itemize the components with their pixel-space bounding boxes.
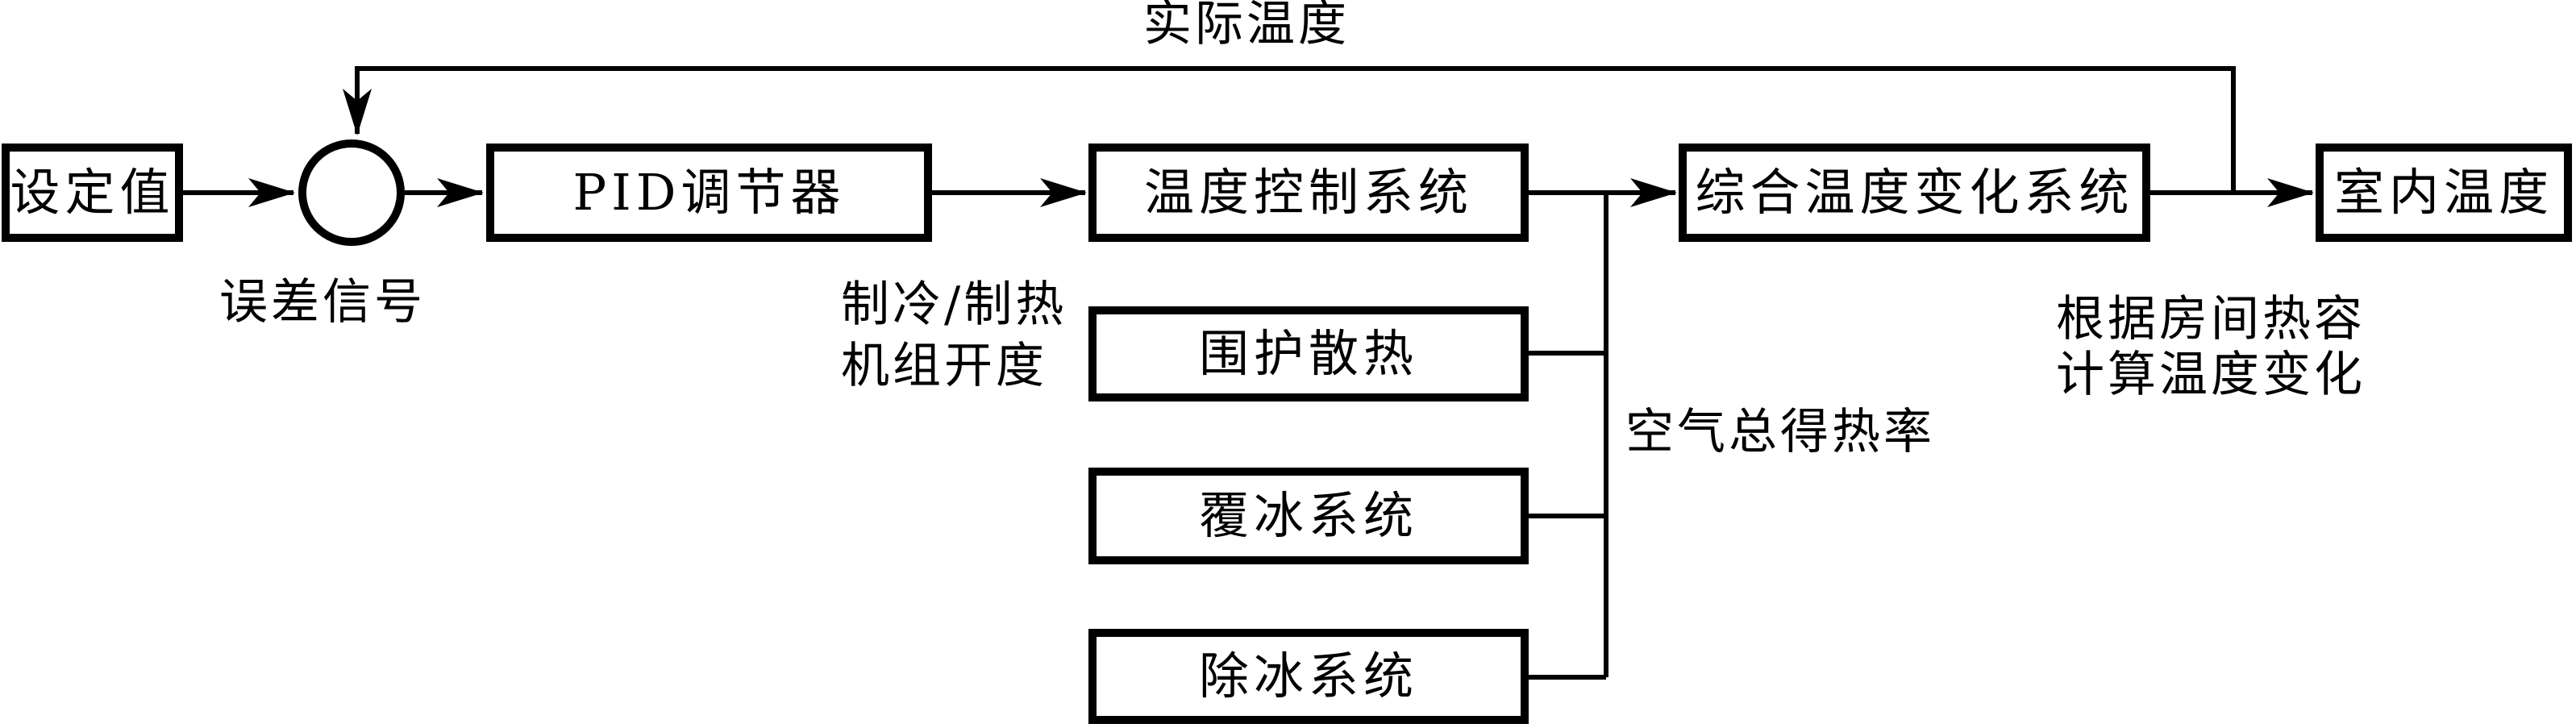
- label-note-line2: 计算温度变化: [2056, 347, 2366, 403]
- label-actuator-opening: 制冷/制热 机组开度: [841, 274, 1067, 397]
- node-integrated-temp-change-system: 综合温度变化系统: [1679, 144, 2150, 242]
- node-indoor-temperature: 室内温度: [2316, 144, 2572, 242]
- label-actuator-line1: 制冷/制热: [841, 277, 1067, 333]
- label-note-line1: 根据房间热容: [2056, 291, 2366, 347]
- node-icing-system: 覆冰系统: [1088, 468, 1529, 564]
- label-error-signal: 误差信号: [219, 274, 426, 331]
- summing-junction-circle: [298, 139, 405, 246]
- node-enclosure-heat-dissipation: 围护散热: [1088, 306, 1529, 401]
- label-actual-temperature: 实际温度: [1143, 0, 1350, 52]
- node-deicing-system: 除冰系统: [1088, 629, 1529, 724]
- node-temp-control-system: 温度控制系统: [1088, 144, 1529, 242]
- node-pid-regulator: PID调节器: [486, 144, 932, 242]
- line-feedback-actual-temp: [343, 66, 2236, 193]
- label-actuator-line2: 机组开度: [841, 338, 1047, 394]
- node-setpoint: 设定值: [2, 144, 183, 242]
- label-room-heat-capacity-note: 根据房间热容 计算温度变化: [2056, 292, 2366, 403]
- label-air-total-heat-rate: 空气总得热率: [1625, 404, 1935, 460]
